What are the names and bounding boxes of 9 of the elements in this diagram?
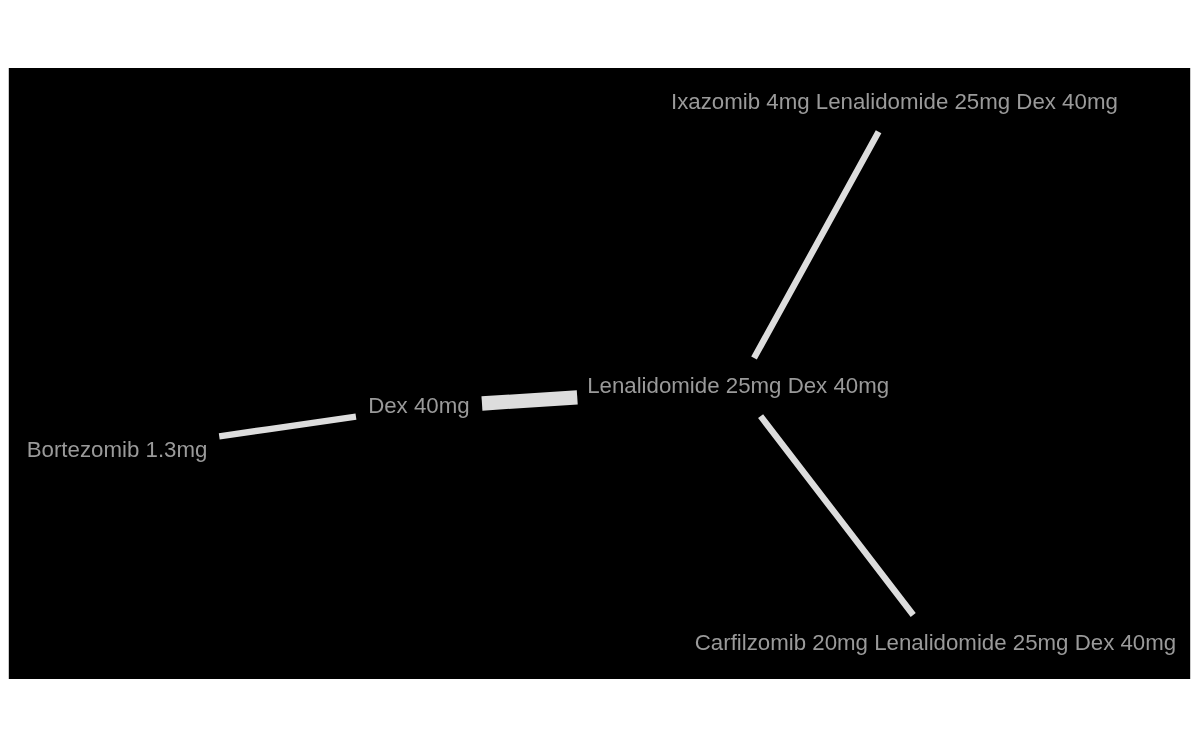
connector [218, 413, 357, 440]
node-text: Dex 40mg [368, 393, 470, 419]
connector [751, 130, 882, 360]
node-text: Lenalidomide 25mg Dex 40mg [587, 372, 890, 398]
node-text: Carfilzomib 20mg Lenalidomide 25mg Dex 40mg [694, 629, 1177, 655]
connector [481, 390, 578, 411]
connector [758, 414, 916, 617]
node-text: Bortezomib 1.3mg [26, 436, 208, 462]
node-text: Ixazomib 4mg Lenalidomide 25mg Dex 40mg [671, 88, 1118, 114]
